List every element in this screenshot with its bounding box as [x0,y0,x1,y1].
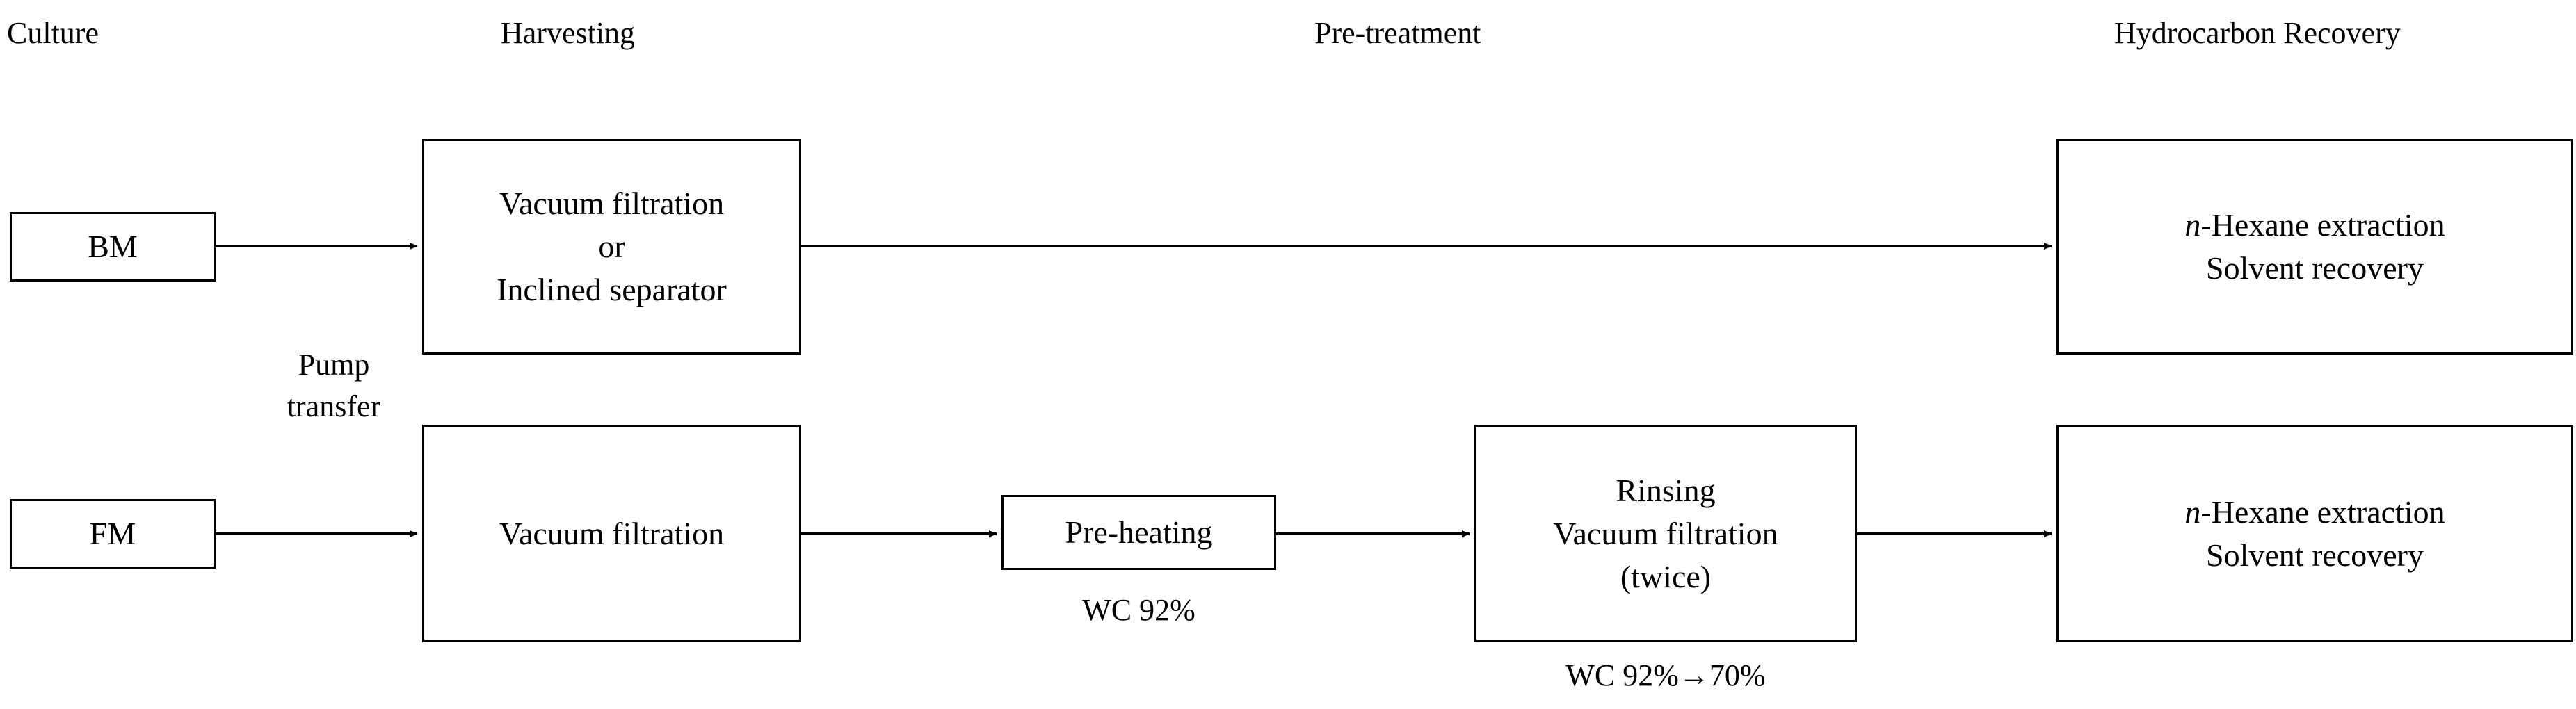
pump-line1: Pump [298,348,370,382]
fm-harvest-label: Vacuum filtration [499,515,725,551]
preheat-wc-label: WC 92% [1082,593,1196,627]
fm-recovery-n: n [2184,494,2201,530]
fm-recovery-line1: n-Hexane extraction [2184,491,2445,534]
fm-harvest-box: Vacuum filtration [422,425,801,642]
rinse-line2: Vacuum filtration [1553,515,1778,551]
bm-recovery-line1-rest: -Hexane extraction [2200,207,2445,243]
fm-recovery-line2: Solvent recovery [2206,537,2424,573]
bm-recovery-line1: n-Hexane extraction [2184,204,2445,247]
header-pretreatment: Pre-treatment [1314,16,1481,50]
preheat-label: Pre-heating [1065,514,1213,550]
header-hydrocarbon-recovery: Hydrocarbon Recovery [2114,16,2401,50]
rinse-line1: Rinsing [1616,472,1716,508]
preheat-box: Pre-heating [1001,495,1276,570]
pump-line2: transfer [287,389,381,423]
rinse-wc-label: WC 92%→70% [1565,658,1766,692]
bm-harvest-box: Vacuum filtration or Inclined separator [422,139,801,354]
fm-source-box: FM [10,499,216,569]
fm-recovery-line1-rest: -Hexane extraction [2200,494,2445,530]
bm-harvest-line2: or [598,229,625,264]
bm-recovery-n: n [2184,207,2201,243]
bm-harvest-line1: Vacuum filtration [499,186,725,221]
fm-source-label: FM [89,516,136,551]
bm-recovery-box: n-Hexane extraction Solvent recovery [2056,139,2573,354]
header-culture: Culture [7,16,99,50]
bm-source-label: BM [88,229,138,264]
fm-recovery-box: n-Hexane extraction Solvent recovery [2056,425,2573,642]
rinse-box: Rinsing Vacuum filtration (twice) [1474,425,1857,642]
bm-source-box: BM [10,212,216,282]
header-harvesting: Harvesting [501,16,636,50]
bm-recovery-line2: Solvent recovery [2206,250,2424,286]
pump-transfer-label: Pump transfer [264,344,403,427]
rinse-line3: (twice) [1620,558,1712,594]
bm-harvest-line3: Inclined separator [497,272,727,307]
